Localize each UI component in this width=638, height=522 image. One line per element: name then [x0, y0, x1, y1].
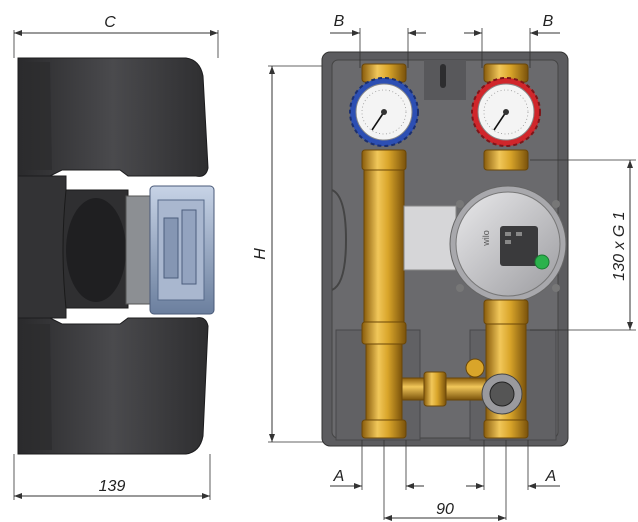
- mount-slot: [440, 64, 446, 88]
- insulation-lower: [17, 317, 209, 455]
- front-view: H B B: [252, 13, 636, 521]
- thermometer-needle: [371, 111, 385, 131]
- dim-b-right-label: B: [543, 13, 554, 30]
- arrow-head: [384, 515, 392, 521]
- pump-bolt: [456, 200, 464, 208]
- pump-button: [534, 254, 550, 270]
- pump-connector: [403, 205, 457, 271]
- thermometer-hot: [471, 77, 541, 147]
- side-view: C 139: [13, 14, 219, 500]
- arrow-head: [530, 30, 538, 36]
- arrow-head: [474, 30, 482, 36]
- bottom-connection-left: [361, 419, 407, 439]
- insulation-rib: [24, 62, 52, 170]
- back-plate: [17, 175, 67, 319]
- dim-pump-label: 130 x G 1: [611, 211, 628, 280]
- pump-bolt: [552, 200, 560, 208]
- dim-a-left-label: A: [333, 468, 345, 485]
- arrow-head: [210, 30, 218, 36]
- pump-led: [505, 240, 511, 244]
- dim-90-label: 90: [436, 501, 454, 518]
- bottom-connection-right: [483, 419, 529, 439]
- mixer-nut-left: [361, 321, 407, 345]
- arrow-head: [269, 66, 275, 74]
- dim-b-left-label: B: [334, 13, 345, 30]
- arrow-head: [528, 483, 536, 489]
- valve-nut-left: [361, 149, 407, 171]
- arrow-head: [408, 30, 416, 36]
- circulation-pump: wilo: [403, 185, 567, 303]
- return-pipe: [363, 169, 405, 323]
- arrow-head: [14, 493, 22, 499]
- arrow-head: [354, 483, 362, 489]
- thermometer-needle: [493, 111, 507, 131]
- dim-h-label: H: [252, 248, 269, 260]
- arrow-head: [406, 483, 414, 489]
- thermometer-hub: [381, 109, 387, 115]
- pump-brand: wilo: [481, 230, 491, 247]
- pump-lower-nut: [483, 299, 529, 325]
- valve-nut-right: [483, 149, 529, 171]
- pump-detail: [181, 209, 197, 285]
- pump-led: [516, 232, 522, 236]
- dim-139-label: 139: [99, 478, 126, 495]
- dim-a-right-label: A: [545, 468, 557, 485]
- arrow-head: [202, 493, 210, 499]
- arrow-head: [476, 483, 484, 489]
- insulation-rib: [24, 324, 52, 450]
- arrow-head: [627, 160, 633, 168]
- insulation-upper: [17, 57, 209, 177]
- thermometer-hub: [503, 109, 509, 115]
- pump-led: [505, 232, 511, 236]
- thermometer-scale: [361, 89, 407, 135]
- pump-housing-shadow: [66, 198, 126, 302]
- panel-groove: [331, 189, 348, 291]
- arrow-head: [498, 515, 506, 521]
- arrow-head: [627, 322, 633, 330]
- mixing-valve-cap: [489, 381, 515, 407]
- pump-detail: [163, 217, 179, 279]
- pump-bolt: [456, 284, 464, 292]
- thermometer-scale: [483, 89, 529, 135]
- pump-bolt: [552, 284, 560, 292]
- arrow-head: [352, 30, 360, 36]
- thermometer-cold: [349, 77, 419, 147]
- arrow-head: [269, 434, 275, 442]
- return-pipe-lower: [365, 343, 403, 425]
- vent-valve: [465, 358, 485, 378]
- arrow-head: [14, 30, 22, 36]
- dim-c-label: C: [104, 14, 116, 31]
- bypass-nut: [423, 371, 447, 407]
